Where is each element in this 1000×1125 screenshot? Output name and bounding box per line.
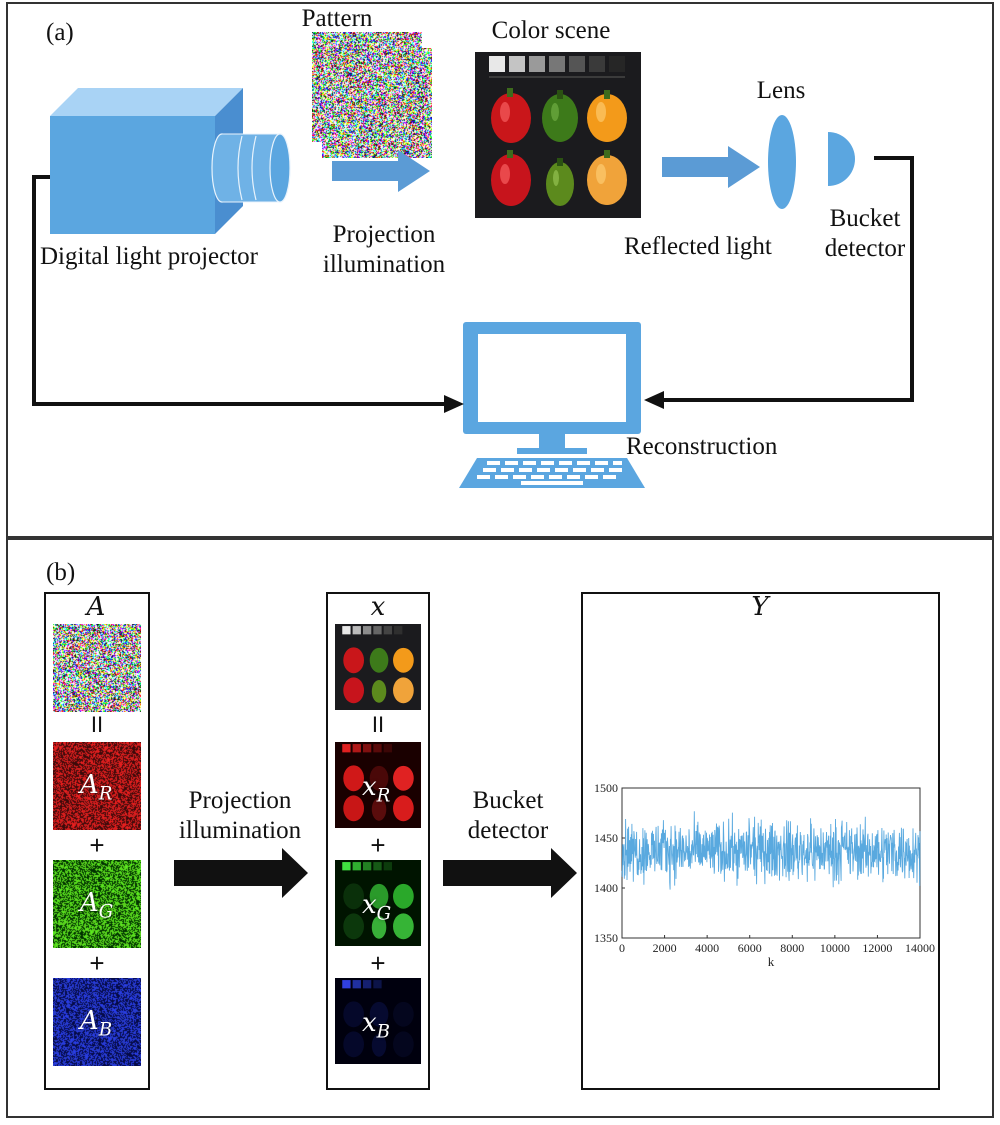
y-tick-label: 1350 [594, 931, 618, 945]
y-tick-label: 1450 [594, 831, 618, 845]
connection-lines [32, 156, 914, 413]
projector-icon [50, 88, 291, 234]
x-tick-label: 4000 [695, 941, 719, 955]
A-title: A [86, 592, 106, 622]
A-R-label: AR [80, 770, 113, 805]
panel-b [6, 538, 994, 1118]
reconstruction-label: Reconstruction [626, 433, 778, 460]
Y-title: Y [751, 592, 769, 622]
reflected-label: Reflected light [624, 233, 772, 260]
lens-label: Lens [756, 77, 806, 104]
signal-chart: 0 2000 4000 6000 8000 10000 12000 14000 1350 1400… [594, 781, 935, 969]
A-R-pattern-image [53, 742, 141, 830]
x-axis-label: k [768, 954, 775, 969]
projection-label: Projection illumination [322, 221, 446, 279]
panel-a [6, 2, 994, 538]
plus-symbol-x2: + [370, 948, 386, 978]
arrow1-label: Projection illumination [178, 787, 302, 845]
panel-a-tag: (a) [46, 19, 74, 46]
pattern-label: Pattern [301, 5, 373, 32]
lens-icon [768, 115, 796, 209]
projection-arrow [332, 150, 430, 192]
x-tick-label: 8000 [780, 941, 804, 955]
reflected-arrow [662, 146, 760, 188]
computer-icon [459, 322, 645, 488]
x-tick-label: 14000 [905, 941, 935, 955]
y-tick-label: 1400 [594, 881, 618, 895]
A-pattern-image [53, 624, 141, 712]
x-title: x [370, 592, 386, 622]
A-G-pattern-image [53, 860, 141, 948]
x-tick-label: 6000 [738, 941, 762, 955]
A-G-label: AG [80, 888, 114, 923]
x-tick-label: 0 [619, 941, 625, 955]
x-B-label: xB [362, 1008, 391, 1043]
scene-label: Color scene [491, 17, 611, 44]
x-scene-image [335, 624, 421, 710]
projection-arrow-b [174, 848, 308, 898]
projector-label: Digital light projector [40, 243, 259, 270]
plus-symbol-A2: + [89, 948, 105, 978]
bucket-arrow-b [443, 848, 577, 898]
signal-line [621, 811, 921, 890]
arrow2-label: Bucket detector [467, 787, 549, 845]
panel-b-tag: (b) [46, 559, 76, 586]
A-B-label: AB [80, 1006, 113, 1041]
bucket-detector-icon [828, 132, 855, 186]
pattern-image-front [312, 32, 422, 142]
color-scene-image [475, 52, 641, 218]
x-G-label: xG [362, 890, 392, 925]
plus-symbol-x1: + [370, 830, 386, 860]
equals-symbol-A: II [90, 712, 104, 737]
A-B-pattern-image [53, 978, 141, 1066]
x-R-label: xR [362, 772, 391, 807]
x-tick-label: 2000 [653, 941, 677, 955]
x-tick-label: 12000 [862, 941, 892, 955]
plus-symbol-A1: + [89, 830, 105, 860]
equals-symbol-x: II [371, 712, 385, 737]
y-tick-label: 1500 [594, 781, 618, 795]
x-tick-label: 10000 [820, 941, 850, 955]
bucket-detector-label: Bucket detector [824, 205, 906, 263]
